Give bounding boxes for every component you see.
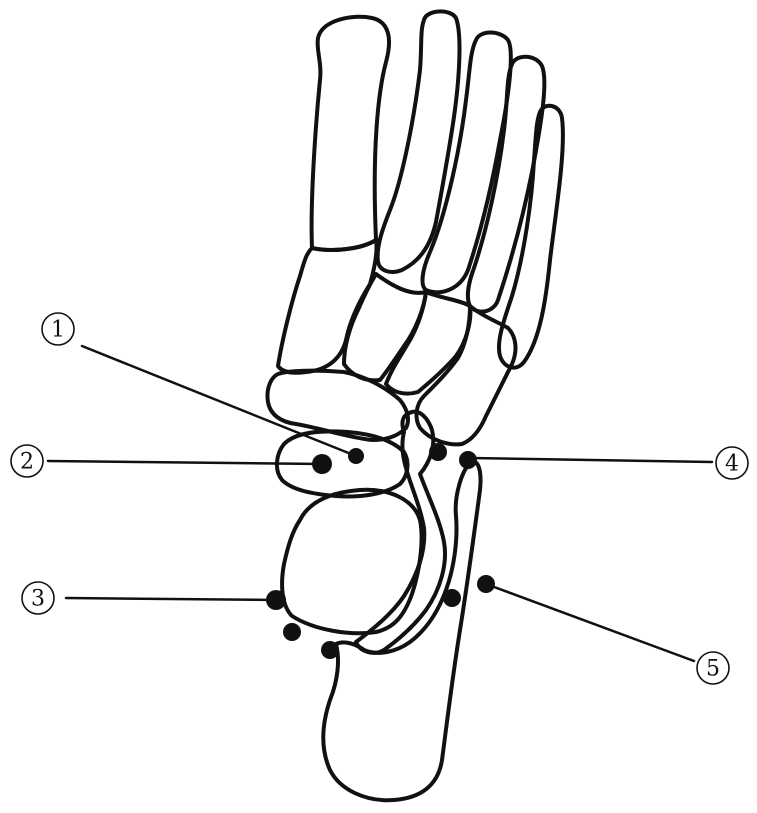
leader-line-4 (468, 456, 714, 464)
marker-dot-4 (429, 443, 447, 461)
callout-3: 3 (21, 581, 55, 615)
navicular (265, 368, 410, 442)
sinus-tarsi (354, 409, 447, 655)
marker-dot-3b (283, 623, 301, 641)
marker-dot-2 (312, 454, 332, 474)
marker-dot-5 (477, 575, 495, 593)
marker-dot-1 (348, 448, 364, 464)
callout-4: 4 (715, 446, 749, 480)
lateral-cuneiform (384, 290, 473, 396)
callout-ring-2 (10, 444, 44, 478)
callout-1: 1 (41, 312, 75, 346)
talus-body (280, 487, 424, 636)
second-metatarsal (375, 9, 462, 274)
callout-2: 2 (10, 444, 44, 478)
leader-line-3 (64, 596, 280, 602)
callout-5: 5 (696, 651, 730, 685)
fourth-metatarsal (465, 54, 547, 314)
metatarsals (309, 9, 565, 370)
leader-line-1 (80, 344, 358, 458)
callout-ring-3 (21, 581, 55, 615)
leader-lines (46, 344, 714, 663)
tarsal-bones (265, 238, 518, 499)
rearfoot-bones (280, 409, 483, 803)
callout-label-1: 1 (51, 318, 65, 343)
fifth-metatarsal (497, 103, 565, 370)
calcaneus (321, 459, 483, 803)
marker-dot-3c (321, 641, 339, 659)
talus-head (275, 429, 410, 499)
callout-label-3: 3 (31, 587, 45, 612)
callout-ring-1 (41, 312, 75, 346)
callout-ring-4 (715, 446, 749, 480)
leader-line-5 (484, 582, 696, 663)
callout-label-4: 4 (725, 452, 739, 477)
callout-label-2: 2 (20, 450, 34, 475)
cuboid (414, 304, 518, 447)
marker-dot-3 (266, 590, 286, 610)
intermediate-cuneiform (342, 272, 428, 383)
medial-cuneiform (276, 238, 379, 375)
first-metatarsal (309, 14, 391, 252)
third-metatarsal (420, 30, 513, 295)
callout-label-5: 5 (706, 657, 720, 682)
leader-line-2 (46, 459, 324, 466)
marker-dot-5b (443, 589, 461, 607)
marker-dots (266, 443, 495, 659)
marker-dot-4b (459, 451, 477, 469)
callout-ring-5 (696, 651, 730, 685)
